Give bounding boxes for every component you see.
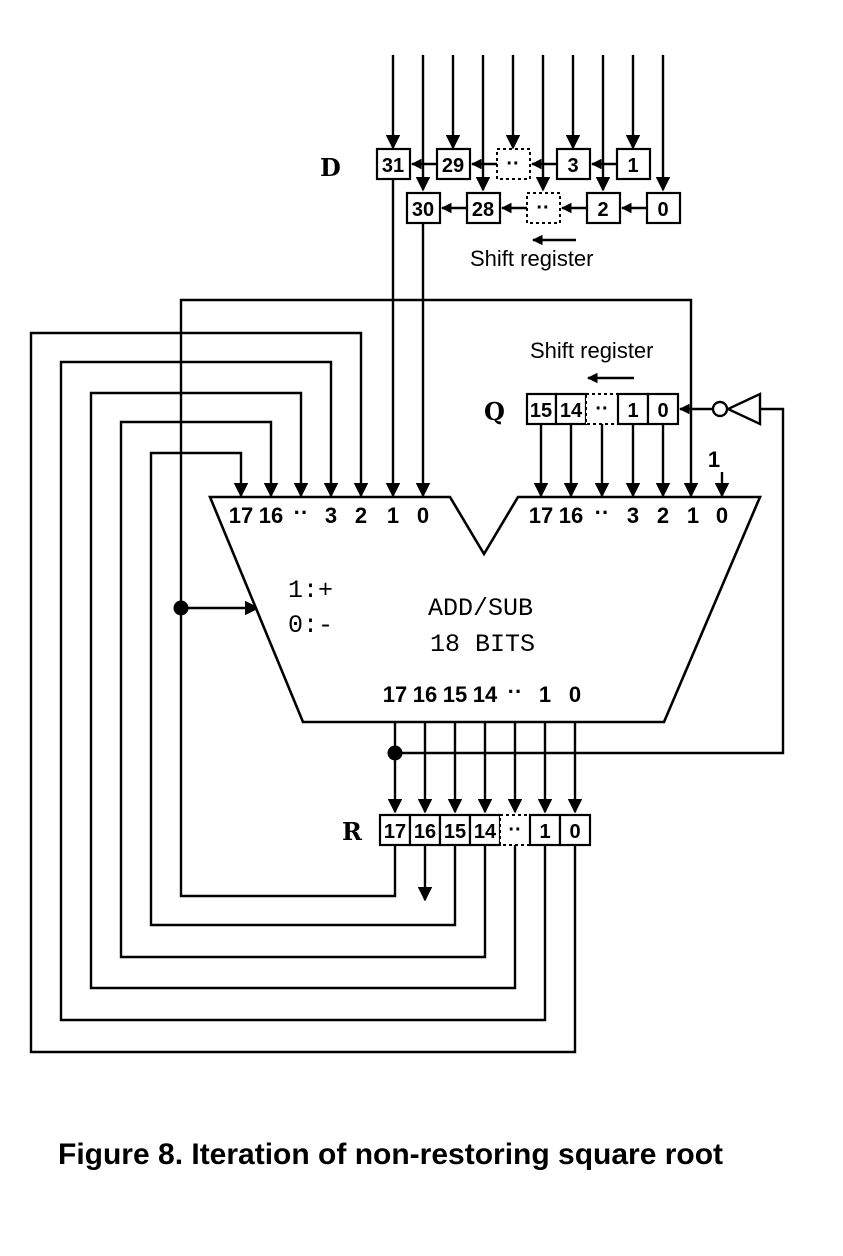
q-register: Shift register Q 15 14 ·· 1 0 <box>484 338 680 498</box>
d-cell-30 <box>405 191 442 225</box>
r-cell-14-label: 14 <box>474 821 497 843</box>
r-cell-1-label: 1 <box>539 821 550 843</box>
d-cell-31 <box>375 147 412 181</box>
r-cell-0 <box>558 813 592 847</box>
out-port-1: 1 <box>539 682 551 707</box>
right-port-3: 3 <box>627 503 639 528</box>
out-port-14: 14 <box>473 682 498 707</box>
r-cell-17-label: 17 <box>384 821 406 843</box>
d-cell-31-label: 31 <box>382 155 404 177</box>
q-register-name: Q <box>484 397 505 426</box>
right-port-1: 1 <box>687 503 699 528</box>
right-port-17: 17 <box>529 503 553 528</box>
d-cell-2-label: 2 <box>597 199 608 221</box>
right-port-2: 2 <box>657 503 669 528</box>
inverter-feedback-wire <box>395 407 785 755</box>
r-cell-ellipsis-label: ·· <box>508 819 521 841</box>
d-register-name: D <box>320 153 341 182</box>
sign-control-wire <box>179 298 699 898</box>
q-cell-15-label: 15 <box>530 400 552 422</box>
mode-minus-label: 0:- <box>288 611 333 640</box>
right-port-ellipsis: ·· <box>595 500 610 525</box>
r-cell-17 <box>378 813 412 847</box>
r-register: R 17 16 15 14 ·· 1 0 <box>342 813 592 847</box>
mode-plus-label: 1:+ <box>288 576 333 605</box>
adder-title-line2: 18 BITS <box>430 630 535 659</box>
d-cell-3 <box>555 147 592 181</box>
sign-output-junction <box>387 745 403 761</box>
left-port-2: 2 <box>355 503 367 528</box>
left-port-ellipsis: ·· <box>294 500 309 525</box>
d-cell-2 <box>585 191 622 225</box>
left-port-3: 3 <box>325 503 337 528</box>
d-cell-ellipsis-top-label: ·· <box>506 153 519 175</box>
d-cell-29-label: 29 <box>442 155 464 177</box>
adder-output-wires <box>387 722 583 814</box>
q-cell-ellipsis-label: ·· <box>595 398 608 420</box>
d-cell-28-label: 28 <box>472 199 494 221</box>
adder-title-line1: ADD/SUB <box>428 594 533 623</box>
d-register: D 31 29 ·· 3 1 <box>320 55 682 271</box>
left-port-0: 0 <box>417 503 429 528</box>
q-cell-0-label: 0 <box>657 400 668 422</box>
d-cell-0-label: 0 <box>657 199 668 221</box>
left-port-1: 1 <box>387 503 399 528</box>
out-port-17: 17 <box>383 682 407 707</box>
q-cell-1-label: 1 <box>627 400 638 422</box>
left-port-16: 16 <box>259 503 283 528</box>
square-root-datapath-diagram: D 31 29 ·· 3 1 <box>29 55 785 1054</box>
q-register-caption: Shift register <box>530 338 654 363</box>
add-sub-unit: 17 16 ·· 3 2 1 0 17 16 ·· 3 2 1 0 1:+ 0:… <box>208 495 762 724</box>
left-port-17: 17 <box>229 503 253 528</box>
out-port-0: 0 <box>569 682 581 707</box>
q-cell-0 <box>646 392 680 426</box>
constant-one-label: 1 <box>708 447 720 472</box>
out-port-15: 15 <box>443 682 467 707</box>
q-cell-14-label: 14 <box>560 400 583 422</box>
out-port-ellipsis: ·· <box>508 679 523 704</box>
inverter-bubble-icon <box>711 400 729 418</box>
r-feedback-wires <box>29 331 577 1054</box>
add-sub-body <box>208 495 762 724</box>
figure-caption: Figure 8. Iteration of non-restoring squ… <box>58 1138 724 1171</box>
d-cell-30-label: 30 <box>412 199 434 221</box>
r-register-name: R <box>342 817 363 846</box>
inverter-triangle-icon <box>725 392 762 426</box>
r-cell-14 <box>468 813 502 847</box>
r-cell-16-label: 16 <box>414 821 436 843</box>
d-register-inputs <box>385 55 671 192</box>
right-port-16: 16 <box>559 503 583 528</box>
inverter <box>395 392 785 755</box>
d-cell-ellipsis-bottom <box>526 192 561 224</box>
d-cell-3-label: 3 <box>567 155 578 177</box>
d-cell-1-label: 1 <box>627 155 638 177</box>
d-register-caption: Shift register <box>470 246 594 271</box>
out-port-16: 16 <box>413 682 437 707</box>
r-cell-0-label: 0 <box>569 821 580 843</box>
d-cell-ellipsis-bottom-label: ·· <box>536 197 549 219</box>
r-cell-15-label: 15 <box>444 821 466 843</box>
right-port-0: 0 <box>716 503 728 528</box>
